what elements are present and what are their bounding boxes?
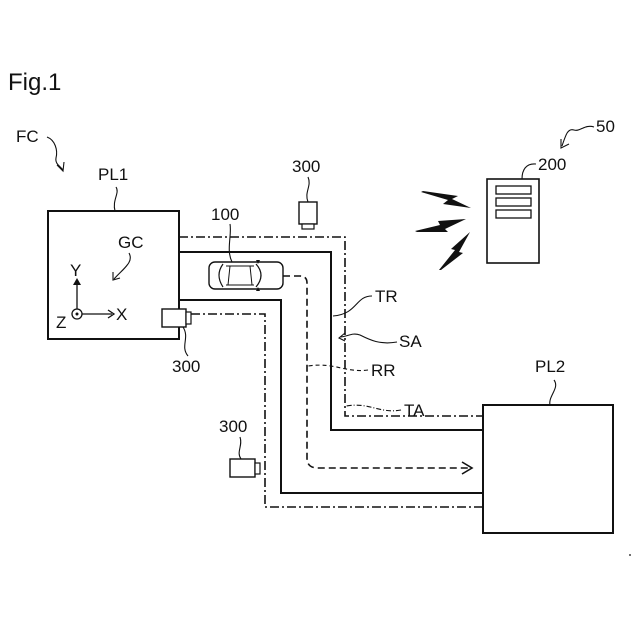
facility-pl2-label: PL2 [535,357,565,376]
sensing-area-leader [340,334,397,343]
network-label: 50 [596,117,615,136]
axes-icon [72,278,114,319]
vehicle-label: 100 [211,205,239,224]
reference-route-leader [308,365,368,370]
pl1-leader [114,187,117,211]
camera-top-leader [307,177,309,202]
camera-pl1-label: 300 [172,357,200,376]
coordinate-leader-arrow [114,253,130,279]
target-area-leader [346,405,401,411]
sensing-area-label: SA [399,332,422,351]
scan-artifact-dot [629,554,631,556]
system-leader-arrow [47,137,63,170]
network-leader-arrow [562,126,594,146]
target-area-label: TA [404,401,425,420]
camera-icon [230,459,260,477]
camera-top-label: 300 [292,157,320,176]
system-arrowhead-icon [57,162,64,171]
facility-pl2-box [483,405,613,533]
track-label: TR [375,287,398,306]
network-arrowhead-icon [561,139,569,148]
vehicle-icon [209,260,283,291]
camera-icon [299,202,317,229]
camera-bottom-label: 300 [219,417,247,436]
server-icon [487,179,539,263]
target-area-outer-line [191,314,483,507]
camera-pl1-leader [183,327,188,356]
axis-y-label: Y [70,261,81,280]
system-label: FC [16,127,39,146]
server-label: 200 [538,155,566,174]
track-leader [333,296,372,316]
axis-x-label: X [116,305,127,324]
reference-route-label: RR [371,361,396,380]
server-leader [522,164,536,179]
figure-title: Fig.1 [8,69,61,96]
vehicle-leader [229,224,232,262]
facility-pl1-label: PL1 [98,165,128,184]
pl2-leader [550,380,556,405]
coordinate-system-label: GC [118,233,144,252]
wireless-signal-icon [415,191,471,270]
camera-icon [162,309,191,327]
camera-bottom-leader [239,437,241,459]
axis-z-label: Z [56,313,66,332]
